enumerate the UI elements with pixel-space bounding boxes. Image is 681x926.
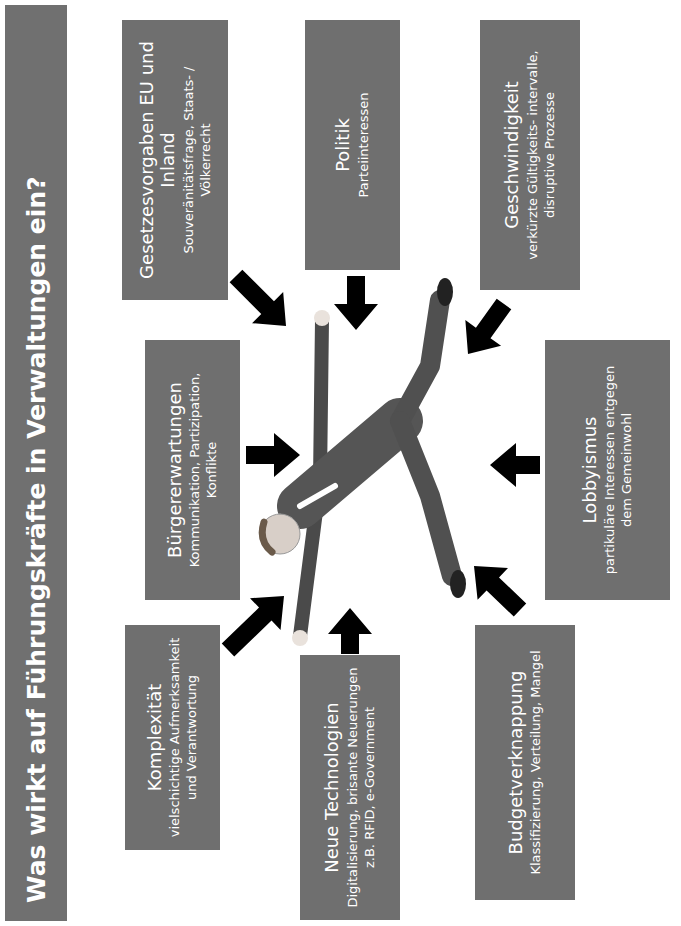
man-torso (300, 421, 400, 506)
factor-description: Kommunikation, Partizipation, Konflikte (187, 352, 221, 588)
factor-description: verkürzte Gültigkeits- intervalle, disru… (525, 32, 559, 278)
factor-box: Lobbyismuspartikuläre Interessen entgege… (545, 340, 670, 600)
title-bar: Was wirkt auf Führungskräfte in Verwaltu… (5, 5, 67, 921)
man-shoe (450, 570, 466, 598)
man-leg (400, 300, 440, 421)
factor-description: Parteiinteressen (356, 92, 373, 197)
factor-heading: Bürgererwartungen (164, 382, 186, 558)
factor-heading: Budgetverknappung (505, 671, 527, 855)
man-shirt (300, 486, 335, 506)
pressure-arrow (328, 608, 372, 654)
factor-heading: Komplexität (144, 684, 166, 791)
factor-heading: Lobbyismus (579, 417, 601, 524)
factor-heading: Neue Technologien (321, 702, 343, 872)
man-hand (314, 310, 330, 326)
factor-description: Digitalisierung, brisante Neuerungen z.B… (345, 667, 379, 908)
man-leg (400, 421, 452, 576)
factor-box: Neue TechnologienDigitalisierung, brisan… (300, 655, 400, 920)
factor-box: Komplexitätvielschichtige Aufmerksamkeit… (125, 625, 220, 850)
pressure-arrow (222, 596, 284, 656)
pressure-arrow (490, 443, 540, 487)
pressure-arrow (334, 276, 378, 330)
diagram-title: Was wirkt auf Führungskräfte in Verwaltu… (22, 176, 51, 903)
factor-box: PolitikParteiinteressen (305, 20, 400, 270)
pressure-arrows (222, 270, 540, 657)
factor-description: partikuläre Interessen entgegen dem Geme… (602, 352, 636, 588)
factor-box: BürgererwartungenKommunikation, Partizip… (145, 340, 240, 600)
pressure-arrow (246, 433, 300, 477)
man-hand (292, 630, 308, 646)
factor-box: Gesetzesvorgaben EU und InlandSouveränit… (122, 20, 228, 300)
factor-description: Klassifizierung, Verteilung, Mangel (528, 650, 545, 874)
man-shoe (437, 278, 453, 306)
pressure-arrow (474, 566, 526, 617)
man-hair (262, 522, 272, 552)
pressure-arrow (230, 270, 286, 326)
factor-box: Geschwindigkeitverkürzte Gültigkeits- in… (480, 20, 580, 290)
factor-heading: Geschwindigkeit (501, 81, 523, 229)
factor-heading: Gesetzesvorgaben EU und Inland (136, 32, 179, 288)
man-arm (320, 320, 322, 480)
factor-heading: Politik (332, 118, 354, 172)
pressure-arrow (465, 299, 511, 354)
factor-box: BudgetverknappungKlassifizierung, Vertei… (475, 625, 575, 900)
man-head (260, 514, 300, 554)
factor-description: Souveränitätsfrage, Staats- / Völkerrech… (181, 32, 215, 288)
factor-description: vielschichtige Aufmerksamkeit und Verant… (167, 637, 201, 838)
